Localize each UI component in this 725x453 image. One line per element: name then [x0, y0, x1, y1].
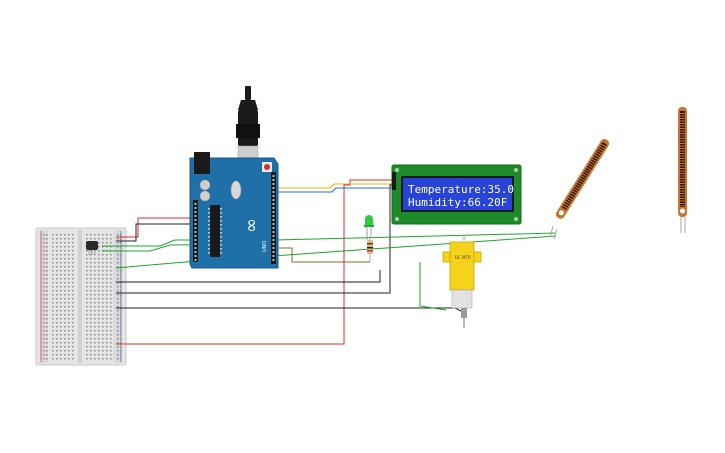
arduino-brand: UNO	[262, 241, 268, 252]
flex-sensor-trace	[680, 113, 685, 207]
arduino-pin-headers	[194, 175, 275, 261]
lcd-line-1: Temperature:35.0	[408, 183, 514, 196]
lcd-display[interactable]: Temperature:35.0 Humidity:66.20F	[391, 164, 522, 225]
arduino-uno-board[interactable]: ∞ UNO	[189, 86, 279, 269]
wire-red	[116, 179, 392, 345]
wire-red	[116, 217, 193, 238]
wire-blue	[276, 187, 392, 193]
green-led[interactable]	[364, 215, 374, 240]
dc-motor[interactable]: DC MTR	[442, 236, 482, 328]
wire-yellow	[276, 183, 392, 189]
flex-sensor[interactable]	[678, 107, 687, 233]
wire-green	[274, 247, 370, 263]
temperature-humidity-sensor[interactable]	[86, 241, 98, 255]
usb-cable	[236, 86, 260, 165]
lcd-line-2: Humidity:66.20F	[408, 196, 507, 209]
wire-black	[116, 307, 464, 313]
resistor[interactable]	[367, 236, 373, 262]
breadboard-holes	[43, 234, 122, 360]
breadboard[interactable]	[35, 227, 127, 366]
flex-sensor[interactable]	[549, 137, 611, 240]
wire-green	[419, 262, 447, 311]
flex-sensor-trace	[561, 143, 606, 211]
wire-black	[116, 223, 193, 242]
wire-black	[116, 270, 381, 283]
wire-green	[102, 232, 557, 247]
motor-label: DC MTR	[455, 255, 471, 260]
arduino-logo: ∞	[241, 218, 262, 233]
wire-green	[115, 235, 557, 269]
